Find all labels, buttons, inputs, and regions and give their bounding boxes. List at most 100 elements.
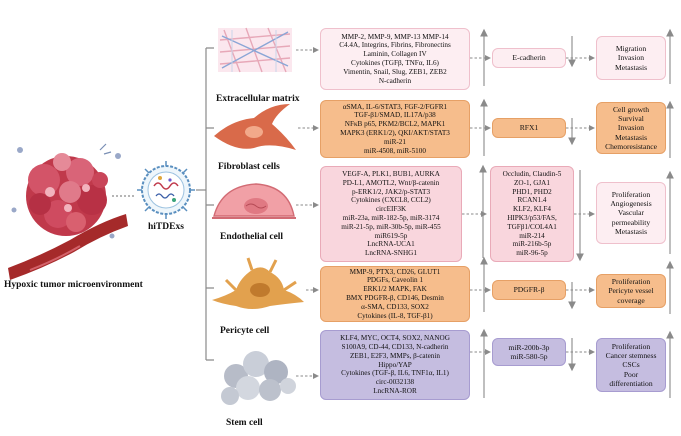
row-4-cell-label: Stem cell <box>226 418 263 428</box>
row-4-factor: Hippo/YAP <box>378 360 412 369</box>
row-2-outcome: Proliferation <box>611 189 651 199</box>
row-3-outcome-box: Proliferation Pericyte vessel coverage <box>596 274 666 308</box>
row-0-factor: MMP-2, MMP-9, MMP-13 MMP-14 <box>341 32 449 41</box>
row-2-mediator: HIPK3/p53/FAS, <box>507 214 557 222</box>
row-3-factor: Cytokines (IL-8, TGF-β1) <box>357 311 433 320</box>
row-2-outcome: Angiogenesis <box>610 199 652 209</box>
row-4-factor: LncRNA-ROR <box>373 386 417 395</box>
row-2-factor: Cytokines (CXCL8, CCL2) <box>351 196 431 205</box>
row-3-factor: PDGFs, Caveolin 1 <box>366 276 424 285</box>
row-0-cell-label: Extracellular matrix <box>216 94 300 104</box>
row-4-outcome: differentiation <box>609 378 653 388</box>
row-1-outcome-box: Cell growth Survival Invasion Metastasis… <box>596 102 666 154</box>
row-2-factors-box: VEGF-A, PLK1, BUB1, AURKA PD-L1, AMOTL2,… <box>320 166 462 262</box>
endothelial-cell-icon <box>212 183 296 219</box>
row-1-factor: MAPK3 (ERK1/2), QKI/AKT/STAT3 <box>340 129 450 137</box>
row-3-mediator-box: PDGFR-β <box>492 280 566 300</box>
row-0-factor: Laminin, Collagen IV <box>363 50 427 59</box>
row-2-mediator: TGFβ1/COL4A1 <box>507 222 557 231</box>
row-2-factor: VEGF-A, PLK1, BUB1, AURKA <box>342 170 440 179</box>
row-4-outcome: CSCs <box>622 360 640 370</box>
row-3-outcome: coverage <box>617 295 645 305</box>
row-2-mediator: ZO-1, GJA1 <box>514 178 550 187</box>
pericyte-icon <box>212 257 304 309</box>
row-1-outcome: Metastasis <box>614 132 648 142</box>
row-2-mediator: miR-96-5p <box>516 249 548 258</box>
row-2-factor: circEIF3K <box>375 205 407 214</box>
row-2-factor: p-ERK1/2, JAK2/p-STAT3 <box>351 187 431 196</box>
row-3-factor: BMX PDGFR-β, CD146, Desmin <box>346 294 444 302</box>
tumor-mass <box>11 143 121 239</box>
row-4-outcome: Poor <box>623 369 639 379</box>
stem-cell-icon <box>221 351 296 405</box>
row-4-mediator: miR-200b-3p <box>508 342 550 352</box>
row-1-factor: TGF-β1/SMAD, IL17A/p38 <box>354 111 436 120</box>
row-3-factors-box: MMP-9, PTX3, CD26, GLUT1 PDGFs, Caveolin… <box>320 266 470 322</box>
row-3-outcome: Pericyte vessel <box>608 286 654 296</box>
row-1-mediator: RFX1 <box>519 123 539 133</box>
row-4-outcome-box: Proliferation Cancer stemness CSCs Poor … <box>596 338 666 392</box>
tumor-label: Hypoxic tumor microenvironment <box>4 280 143 290</box>
row-1-outcome: Invasion <box>617 123 645 133</box>
row-0-factor: C4.4A, Integrins, Fibrins, Fibronectins <box>339 41 451 50</box>
row-2-mediator: miR-214 <box>519 231 545 240</box>
row-1-outcome: Chemoresistance <box>605 141 657 151</box>
row-1-mediator-box: RFX1 <box>492 118 566 138</box>
row-0-outcome: Metastasis <box>614 62 648 72</box>
row-2-outcome: permeability <box>611 217 651 227</box>
row-0-outcome: Migration <box>615 44 647 54</box>
row-0-mediator: E-cadherin <box>512 53 546 63</box>
row-3-factor: α-SMA, CD133, SOX2 <box>361 302 429 311</box>
row-2-mediator: miR-216b-5p <box>512 240 552 249</box>
row-1-cell-label: Fibroblast cells <box>218 162 280 172</box>
row-3-cell-label: Pericyte cell <box>220 326 270 336</box>
row-4-factor: KLF4, MYC, OCT4, SOX2, NANOG <box>340 334 450 343</box>
row-1-factor: miR-4508, miR-5100 <box>364 146 426 155</box>
row-1-factor: miR-21 <box>384 137 406 146</box>
row-2-outcome: Vascular <box>617 208 645 218</box>
row-2-factor: miR619-5p <box>374 231 408 240</box>
row-4-outcome: Proliferation <box>611 341 651 351</box>
row-0-outcome-box: Migration Invasion Metastasis <box>596 36 666 80</box>
row-2-outcome-box: Proliferation Angiogenesis Vascular perm… <box>596 182 666 244</box>
row-2-mediator: PHD1, PHD2 <box>512 187 552 196</box>
row-2-factor: LncRNA-SNHG1 <box>365 249 417 258</box>
row-1-factors-box: αSMA, IL-6/STAT3, FGF-2/FGFR1 TGF-β1/SMA… <box>320 100 470 158</box>
row-2-mediator: Occludin, Claudin-5 <box>502 170 562 179</box>
row-0-factors-box: MMP-2, MMP-9, MMP-13 MMP-14 C4.4A, Integ… <box>320 28 470 90</box>
row-1-outcome: Survival <box>618 114 644 124</box>
row-0-factor: N-cadherin <box>378 76 412 85</box>
row-4-factor: S100A9, CD-44, CD133, N-cadherin <box>341 343 449 352</box>
row-4-factor: circ-0032138 <box>375 378 415 387</box>
exosome-label: hiTDExs <box>148 222 184 232</box>
row-4-mediator: miR-580-5p <box>510 352 548 361</box>
row-2-cell-label: Endothelial cell <box>220 232 284 242</box>
row-2-mediator: RCAN1.4 <box>517 196 547 205</box>
row-2-mediator: KLF2, KLF4 <box>513 205 551 214</box>
row-2-factor: PD-L1, AMOTL2, Wnt/β-catenin <box>342 178 440 187</box>
row-3-mediator: PDGFR-β <box>513 285 545 295</box>
row-1-outcome: Cell growth <box>612 104 650 114</box>
row-1-factor: αSMA, IL-6/STAT3, FGF-2/FGFR1 <box>342 102 448 111</box>
row-2-factor: miR-23a, miR-182-5p, miR-3174 <box>342 214 440 222</box>
row-0-outcome: Invasion <box>617 53 645 63</box>
row-4-factors-box: KLF4, MYC, OCT4, SOX2, NANOG S100A9, CD-… <box>320 330 470 400</box>
row-2-outcome: Metastasis <box>614 226 648 236</box>
row-1-factor: NFκB p65, PKM2/BCL2, MAPK1 <box>344 120 446 129</box>
fibroblast-icon <box>214 104 296 150</box>
row-3-factor: MMP-9, PTX3, CD26, GLUT1 <box>349 267 441 276</box>
row-2-factor: miR-21-5p, miR-30b-5p, miR-455 <box>341 222 441 231</box>
extracellular-matrix-icon <box>218 27 292 73</box>
row-3-outcome: Proliferation <box>611 277 651 287</box>
exosome-icon <box>137 161 195 219</box>
row-4-factor: ZEB1, E2F3, MMPs, β-catenin <box>350 351 440 360</box>
row-0-factor: Vimentin, Snail, Slug, ZEB1, ZEB2 <box>343 67 447 76</box>
row-0-factor: Cytokines (TGFβ, TNFα, IL6) <box>351 59 439 67</box>
row-0-mediator-box: E-cadherin <box>492 48 566 68</box>
row-4-outcome: Cancer stemness <box>605 351 657 361</box>
row-2-factor: LncRNA-UCA1 <box>367 240 415 249</box>
row-4-factor: Cytokines (TGF-β, IL6, TNF1α, IL1) <box>341 369 449 378</box>
row-3-factor: ERK1/2 MAPK, FAK <box>363 285 427 294</box>
row-4-mediator-box: miR-200b-3p miR-580-5p <box>492 338 566 366</box>
row-2-mediator-box: Occludin, Claudin-5 ZO-1, GJA1 PHD1, PHD… <box>490 166 574 262</box>
